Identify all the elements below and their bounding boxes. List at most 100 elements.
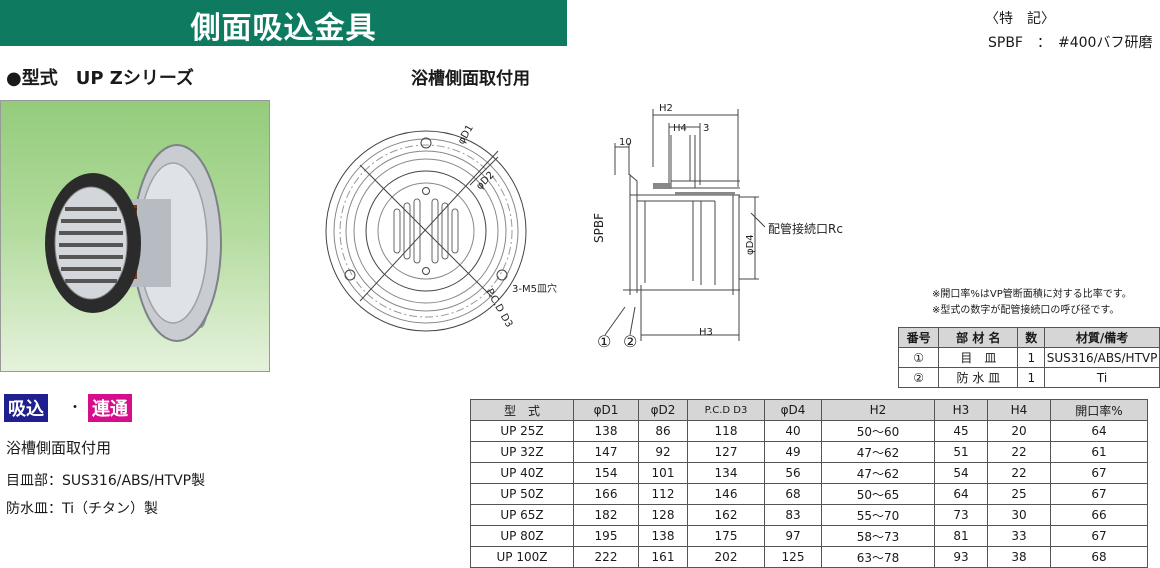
dim-h2-label: H2 — [659, 103, 673, 114]
dim-pcd-label: P.C.D D3 — [483, 287, 514, 330]
side-view-drawing: H2 H4 3 10 SPBF 配管接続口Rc φD4 H3 ① ② — [592, 103, 843, 351]
dims-cell: 147 — [573, 441, 639, 463]
plate-material-text: 目皿部：SUS316/ABS/HTVP製 — [6, 473, 206, 489]
parts-cell: 目 皿 — [938, 347, 1019, 368]
product-illustration — [45, 144, 222, 342]
dims-cell: 50〜60 — [821, 420, 935, 442]
parts-header-cell: 数 — [1017, 327, 1046, 348]
dims-cell: 127 — [687, 441, 765, 463]
dims-cell: 162 — [687, 504, 765, 526]
parts-header-cell: 部 材 名 — [938, 327, 1019, 348]
dims-cell: 166 — [573, 483, 639, 505]
dims-cell: 101 — [638, 462, 688, 484]
dims-cell: 146 — [687, 483, 765, 505]
dims-cell: 134 — [687, 462, 765, 484]
dims-cell: UP 40Z — [470, 462, 574, 484]
dims-cell: 40 — [764, 420, 822, 442]
dims-cell: 64 — [1050, 420, 1148, 442]
dims-cell: 56 — [764, 462, 822, 484]
dims-header-cell: P.C.D D3 — [687, 399, 765, 421]
connect-badge: 連通 — [88, 394, 132, 422]
dims-header-cell: H3 — [934, 399, 988, 421]
suction-badge: 吸込 — [4, 394, 48, 422]
dims-cell: 64 — [934, 483, 988, 505]
parts-header-cell: 材質/備考 — [1044, 327, 1160, 348]
spbf-label: SPBF — [592, 213, 606, 243]
dims-cell: 138 — [638, 525, 688, 547]
dim-h4-label: H4 — [673, 123, 687, 134]
dims-cell: 175 — [687, 525, 765, 547]
dims-cell: 63〜78 — [821, 546, 935, 568]
waterproof-material-text: 防水皿：Ti（チタン）製 — [6, 501, 159, 517]
parts-cell: 1 — [1017, 367, 1046, 388]
dims-header-cell: φD4 — [764, 399, 822, 421]
parts-cell: 1 — [1017, 347, 1046, 368]
dims-cell: 22 — [987, 441, 1051, 463]
dims-cell: 112 — [638, 483, 688, 505]
dims-cell: 22 — [987, 462, 1051, 484]
dims-cell: 45 — [934, 420, 988, 442]
dims-cell: 54 — [934, 462, 988, 484]
parts-table: 番号 部 材 名 数 材質/備考 ① 目 皿 1 SUS316/ABS/HTVP… — [897, 327, 1160, 388]
note-opening-ratio: ※開口率%はVP管断面積に対する比率です。 — [932, 289, 1132, 300]
dim-h3-label: H3 — [699, 327, 713, 338]
dims-cell: UP 25Z — [470, 420, 574, 442]
dims-cell: UP 65Z — [470, 504, 574, 526]
dims-cell: 93 — [934, 546, 988, 568]
dim-3-label: 3 — [703, 123, 709, 134]
dims-cell: 33 — [987, 525, 1051, 547]
dims-cell: 68 — [764, 483, 822, 505]
dims-cell: 202 — [687, 546, 765, 568]
dims-cell: 83 — [764, 504, 822, 526]
parts-header-row: 番号 部 材 名 数 材質/備考 — [897, 327, 1160, 348]
dims-cell: 38 — [987, 546, 1051, 568]
badge-separator: ・ — [68, 400, 82, 416]
dims-header-cell: 開口率% — [1050, 399, 1148, 421]
part-1-marker: ① — [597, 332, 611, 351]
title-bar — [0, 0, 567, 46]
dims-cell: 92 — [638, 441, 688, 463]
dims-cell: 30 — [987, 504, 1051, 526]
parts-cell: ① — [897, 347, 940, 368]
dims-cell: 161 — [638, 546, 688, 568]
dims-header-cell: H2 — [821, 399, 935, 421]
note-model-number: ※型式の数字が配管接続口の呼び径です。 — [932, 305, 1120, 316]
dims-cell: UP 100Z — [470, 546, 574, 568]
dim-10-label: 10 — [619, 137, 632, 148]
dims-cell: 73 — [934, 504, 988, 526]
page-title: 側面吸込金具 — [190, 11, 377, 46]
dims-cell: 86 — [638, 420, 688, 442]
dims-cell: 25 — [987, 483, 1051, 505]
dims-cell: 66 — [1050, 504, 1148, 526]
dims-header-cell: φD2 — [638, 399, 688, 421]
install-heading: 浴槽側面取付用 — [411, 69, 530, 89]
dims-cell: 154 — [573, 462, 639, 484]
dims-header-cell: 型 式 — [470, 399, 574, 421]
dims-cell: 51 — [934, 441, 988, 463]
dims-cell: 67 — [1050, 462, 1148, 484]
dims-header-row: 型 式 φD1 φD2 P.C.D D3 φD4 H2 H3 H4 開口率% — [470, 399, 1148, 421]
dimensions-table: 型 式 φD1 φD2 P.C.D D3 φD4 H2 H3 H4 開口率% U… — [470, 399, 1148, 568]
dims-cell: 49 — [764, 441, 822, 463]
parts-cell: 防 水 皿 — [938, 367, 1019, 388]
parts-row: ① 目 皿 1 SUS316/ABS/HTVP — [897, 347, 1160, 368]
dims-cell: 20 — [987, 420, 1051, 442]
dims-cell: 118 — [687, 420, 765, 442]
dims-cell: 195 — [573, 525, 639, 547]
dims-cell: UP 80Z — [470, 525, 574, 547]
front-view-drawing: φD1 φD2 3-M5皿穴 P.C.D D3 — [325, 123, 557, 332]
dims-cell: 81 — [934, 525, 988, 547]
dims-cell: 67 — [1050, 483, 1148, 505]
parts-cell: SUS316/ABS/HTVP — [1044, 347, 1160, 368]
dims-cell: 222 — [573, 546, 639, 568]
spec-label: 〈特 記〉 — [985, 11, 1055, 27]
dims-cell: 58〜73 — [821, 525, 935, 547]
parts-cell: ② — [897, 367, 940, 388]
